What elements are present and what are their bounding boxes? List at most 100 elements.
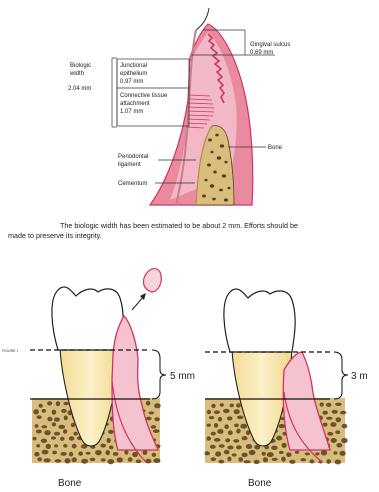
junctional-epithelium-value: 0.97 mm <box>120 79 143 85</box>
bone-pore <box>286 452 291 457</box>
figure-label: FIGURE 1 <box>2 349 19 353</box>
bone-pore <box>47 401 52 405</box>
bone-pore <box>341 438 348 443</box>
connective-tissue-label-2: attachment <box>120 101 150 107</box>
bone-pore <box>331 438 337 443</box>
bone-pore <box>206 436 211 440</box>
bone-pore <box>54 432 60 436</box>
bone-pore <box>232 453 237 456</box>
bone-pore <box>335 403 342 406</box>
bone-pore <box>204 451 210 455</box>
bone-pore <box>271 446 278 450</box>
bone-pore <box>323 411 328 415</box>
bone-pore <box>220 403 224 406</box>
caption-line-1: The biologic width has been estimated to… <box>60 221 298 230</box>
bone-pore <box>335 430 340 434</box>
bone-pore <box>63 402 68 406</box>
bone-pore <box>154 403 161 408</box>
bone-pore <box>109 445 113 449</box>
bone-pore <box>330 422 336 427</box>
bone-pore <box>153 429 160 433</box>
bone-pore <box>327 432 333 436</box>
bone-pore <box>71 423 75 427</box>
bone-pore <box>282 443 287 448</box>
bone-pore <box>41 439 47 443</box>
bone-pore <box>60 437 65 441</box>
bone-pore <box>72 457 77 462</box>
biologic-width-value: 2.04 mm <box>68 86 91 92</box>
bone-pore <box>33 409 39 414</box>
junctional-epithelium-label-2: epithelium <box>120 71 147 77</box>
bone-pore <box>46 444 51 449</box>
bone-pore <box>51 436 56 439</box>
bone-pore <box>37 457 42 461</box>
bone-pore <box>242 453 248 458</box>
bone-pore <box>35 424 39 428</box>
bone-pore <box>254 460 260 464</box>
bone-pore <box>64 415 68 420</box>
bone-pore <box>69 436 75 440</box>
bone-pore <box>108 459 115 464</box>
bone-pore <box>218 417 222 422</box>
caption-line-2: made to preserve its integrity. <box>8 231 102 240</box>
bone-pore <box>36 444 40 447</box>
bone-pore <box>214 423 218 428</box>
connective-tissue-value: 1.07 mm <box>120 109 143 115</box>
bone-pore <box>326 459 331 464</box>
bone-pore <box>211 432 216 436</box>
bone-pore <box>58 425 65 429</box>
bone-pore <box>100 444 106 448</box>
gingival-sulcus-label: Gingival sulcus <box>250 42 290 48</box>
bone-label-top: Bone <box>268 145 283 151</box>
bone-pore <box>239 457 244 462</box>
bone-pore <box>215 451 221 456</box>
bone-pore <box>153 458 160 463</box>
bone-pore <box>326 403 332 407</box>
right-measure-brace <box>334 352 348 399</box>
right-tooth-crown <box>224 289 295 352</box>
bone-pore <box>65 458 71 463</box>
cross-section-diagram: Biologic width 2.04 mm Gingival sulcus 0… <box>68 8 290 205</box>
pdl-label-2: ligament <box>118 162 141 168</box>
bone-pore <box>340 411 346 415</box>
bone-pore <box>41 425 47 428</box>
bone-pore <box>227 446 233 450</box>
bone-pore <box>289 460 295 464</box>
bone-pore <box>227 457 231 462</box>
bone-pore <box>44 430 51 435</box>
bone-pore <box>95 450 102 455</box>
bone-pore <box>272 458 278 461</box>
bone-pore <box>333 451 337 454</box>
left-measure-label: 5 mm <box>170 371 195 382</box>
right-bone-label: Bone <box>248 478 272 489</box>
bone-pore <box>279 451 284 454</box>
bone-pore <box>224 424 228 429</box>
bone-pore <box>214 438 221 442</box>
bone-pore <box>276 436 282 441</box>
bone-pore <box>152 453 157 457</box>
bone-pore <box>73 432 78 436</box>
excised-tissue <box>143 269 161 292</box>
bone-pore <box>72 444 77 449</box>
bone-pore <box>34 452 39 457</box>
bone-pore <box>228 430 233 435</box>
biologic-width-label-2: width <box>69 71 84 77</box>
bone-pore <box>236 445 242 449</box>
bone-pore <box>295 451 299 454</box>
bone-pore <box>207 424 211 427</box>
bone-pore <box>52 422 56 426</box>
right-tooth-panel: 3 m Bone <box>204 289 367 489</box>
bone-pore <box>214 410 220 414</box>
left-tooth-panel: 5 mm FIGURE 1 Bone <box>2 269 195 489</box>
bone-pore <box>146 401 151 406</box>
bone-pore <box>107 438 111 443</box>
bone-pore <box>218 460 224 464</box>
bone-pore <box>207 410 211 414</box>
bone-pore <box>336 443 342 448</box>
bone-pore <box>55 459 62 463</box>
bone-pore <box>242 436 248 440</box>
bone-pore <box>151 425 156 429</box>
bone-pore <box>113 452 119 456</box>
bone-pore <box>148 411 154 414</box>
